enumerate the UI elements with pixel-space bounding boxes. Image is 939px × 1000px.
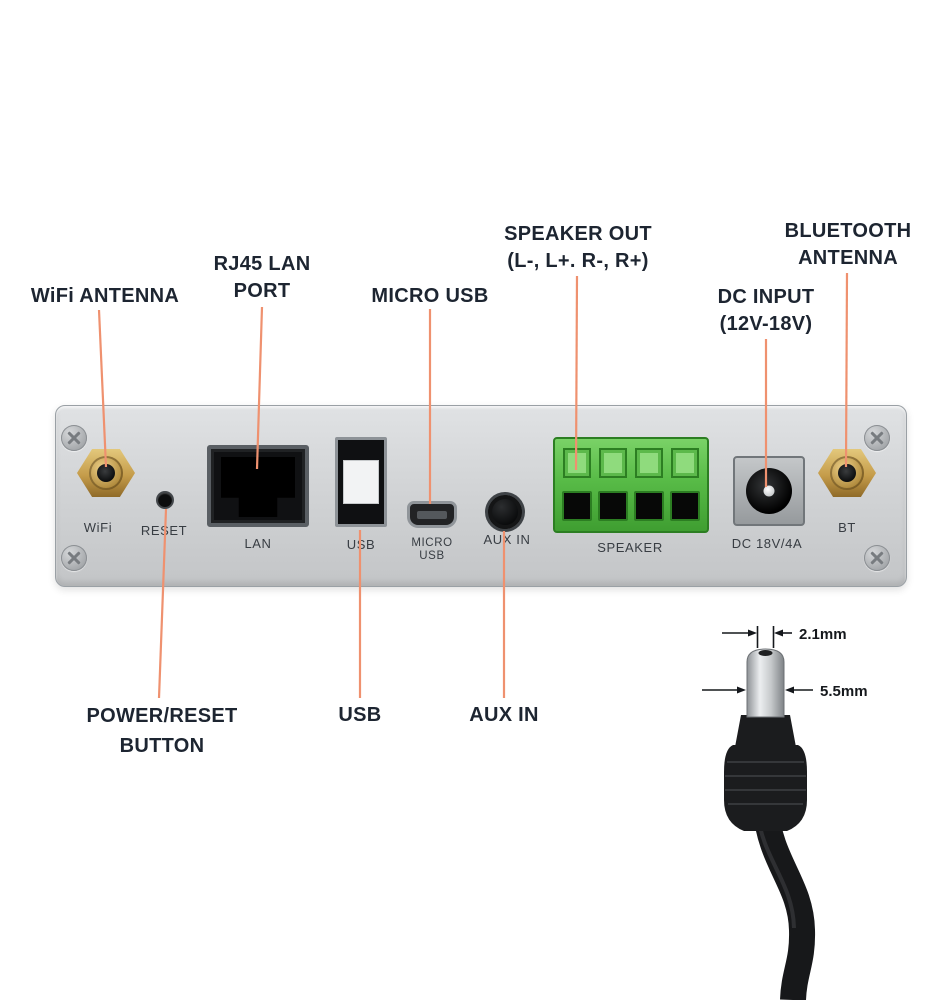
- panel-label-lan: LAN: [244, 536, 272, 551]
- wifi-antenna-core: [97, 464, 115, 482]
- usb-port-tongue: [343, 460, 379, 504]
- callout-micro-usb-text: MICRO USB: [371, 285, 489, 307]
- callout-wifi-antenna: WiFi ANTENNA: [20, 283, 190, 310]
- panel-label-micro-usb: MICRO USB: [397, 537, 467, 563]
- aux-in-jack: [488, 495, 522, 529]
- dimension-tip-2-1mm: 2.1mm: [722, 626, 847, 648]
- callout-power-reset-line2: BUTTON: [119, 735, 205, 757]
- panel-label-reset: RESET: [140, 523, 188, 538]
- reset-button: [158, 493, 172, 507]
- dim-barrel-text: 5.5mm: [820, 683, 868, 700]
- speaker-terminal-4: [670, 448, 700, 521]
- speaker-terminal-2: [598, 448, 628, 521]
- callout-usb: USB: [320, 702, 400, 729]
- speaker-screw-icon: [635, 448, 663, 478]
- panel-label-usb: USB: [346, 537, 376, 552]
- speaker-terminal-3: [634, 448, 664, 521]
- bluetooth-antenna-connector: [818, 449, 876, 497]
- micro-usb-slot: [417, 511, 447, 519]
- callout-power-reset-button: POWER/RESET BUTTON: [72, 701, 252, 761]
- speaker-screw-icon: [671, 448, 699, 478]
- speaker-terminal-1: [562, 448, 592, 521]
- panel-label-dc: DC 18V/4A: [731, 536, 803, 551]
- callout-micro-usb: MICRO USB: [355, 283, 505, 310]
- screw-top-left-icon: [61, 425, 87, 451]
- callout-dc-input-line1: DC INPUT: [717, 286, 815, 308]
- callout-aux-in: AUX IN: [454, 702, 554, 729]
- panel-label-micro-usb-line2: USB: [419, 550, 445, 562]
- dc-jack-pin: [763, 485, 775, 497]
- speaker-wire-hole: [598, 491, 628, 521]
- callout-rj45-line1: RJ45 LAN: [213, 253, 311, 275]
- callout-speaker-out-line2: (L-, L+. R-, R+): [507, 250, 649, 272]
- device-rear-panel: WiFi RESET LAN USB MICRO USB AUX IN SPEA…: [55, 405, 907, 587]
- plug-tip: [746, 648, 785, 718]
- plug-body: [724, 745, 807, 831]
- usb-port: [335, 437, 387, 527]
- plug-body-ridges: [725, 761, 806, 805]
- callout-dc-input-line2: (12V-18V): [719, 313, 813, 335]
- bluetooth-antenna-core: [838, 464, 856, 482]
- plug-body-neck: [735, 715, 796, 747]
- panel-label-speaker: SPEAKER: [597, 540, 663, 555]
- plug-tip-hole-icon: [758, 650, 773, 656]
- callout-aux-in-text: AUX IN: [469, 704, 539, 726]
- panel-label-aux-in: AUX IN: [483, 532, 531, 547]
- speaker-wire-hole: [634, 491, 664, 521]
- plug-cable: [753, 808, 816, 1000]
- micro-usb-port: [407, 501, 457, 528]
- callout-speaker-out: SPEAKER OUT (L-, L+. R-, R+): [488, 221, 668, 275]
- lan-port-opening: [221, 457, 295, 517]
- lan-port: [207, 445, 309, 527]
- screw-bottom-right-icon: [864, 545, 890, 571]
- dc-input-jack: [733, 456, 805, 526]
- speaker-screw-icon: [599, 448, 627, 478]
- panel-label-micro-usb-line1: MICRO: [411, 537, 453, 549]
- dim-tip-text: 2.1mm: [799, 626, 847, 643]
- speaker-terminal-block: [553, 437, 709, 533]
- callout-bluetooth-line1: BLUETOOTH: [784, 220, 912, 242]
- callout-power-reset-line1: POWER/RESET: [86, 705, 238, 727]
- speaker-screw-icon: [563, 448, 591, 478]
- callout-wifi-antenna-text: WiFi ANTENNA: [30, 285, 180, 307]
- callout-dc-input: DC INPUT (12V-18V): [696, 284, 836, 338]
- callout-speaker-out-line1: SPEAKER OUT: [504, 223, 652, 245]
- screw-bottom-left-icon: [61, 545, 87, 571]
- screw-top-right-icon: [864, 425, 890, 451]
- callout-rj45-line2: PORT: [233, 280, 291, 302]
- panel-label-bt: BT: [838, 520, 856, 535]
- callout-bluetooth-line2: ANTENNA: [798, 247, 898, 269]
- speaker-wire-hole: [670, 491, 700, 521]
- wifi-antenna-connector: [77, 449, 135, 497]
- dc-plug-illustration: 2.1mm 5.5mm: [702, 626, 868, 1000]
- callout-rj45-lan-port: RJ45 LAN PORT: [192, 251, 332, 305]
- callout-bluetooth-antenna: BLUETOOTH ANTENNA: [773, 218, 923, 272]
- dimension-barrel-5-5mm: 5.5mm: [702, 683, 868, 700]
- speaker-wire-hole: [562, 491, 592, 521]
- panel-label-wifi: WiFi: [83, 520, 113, 535]
- callout-usb-text: USB: [338, 704, 382, 726]
